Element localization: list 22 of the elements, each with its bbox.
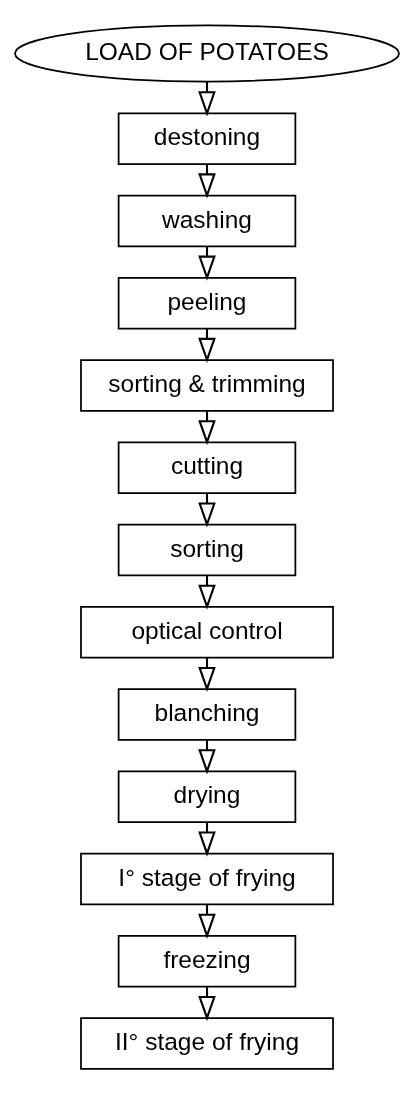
node-box: sorting & trimming [80, 358, 334, 412]
arrow [198, 328, 216, 363]
arrow [198, 81, 216, 116]
node-box: drying [117, 770, 297, 823]
node-box: freezing [117, 934, 297, 988]
node-box: destoning [117, 112, 297, 165]
arrow [198, 986, 216, 1021]
node-box: cutting [117, 441, 297, 494]
node-box: sorting [117, 523, 297, 576]
node-box: II° stage of frying [80, 1016, 334, 1070]
node-box: I° stage of frying [80, 852, 334, 905]
arrow [198, 904, 216, 939]
node-box: peeling [117, 276, 297, 330]
node-box: washing [117, 194, 297, 247]
arrow [198, 739, 216, 774]
node-box: blanching [117, 687, 297, 741]
arrow [198, 410, 216, 445]
node-box: optical control [80, 605, 334, 659]
arrow [198, 246, 216, 281]
arrow [198, 657, 216, 692]
arrow [198, 575, 216, 610]
node-ellipse: LOAD OF POTATOES [14, 24, 400, 82]
